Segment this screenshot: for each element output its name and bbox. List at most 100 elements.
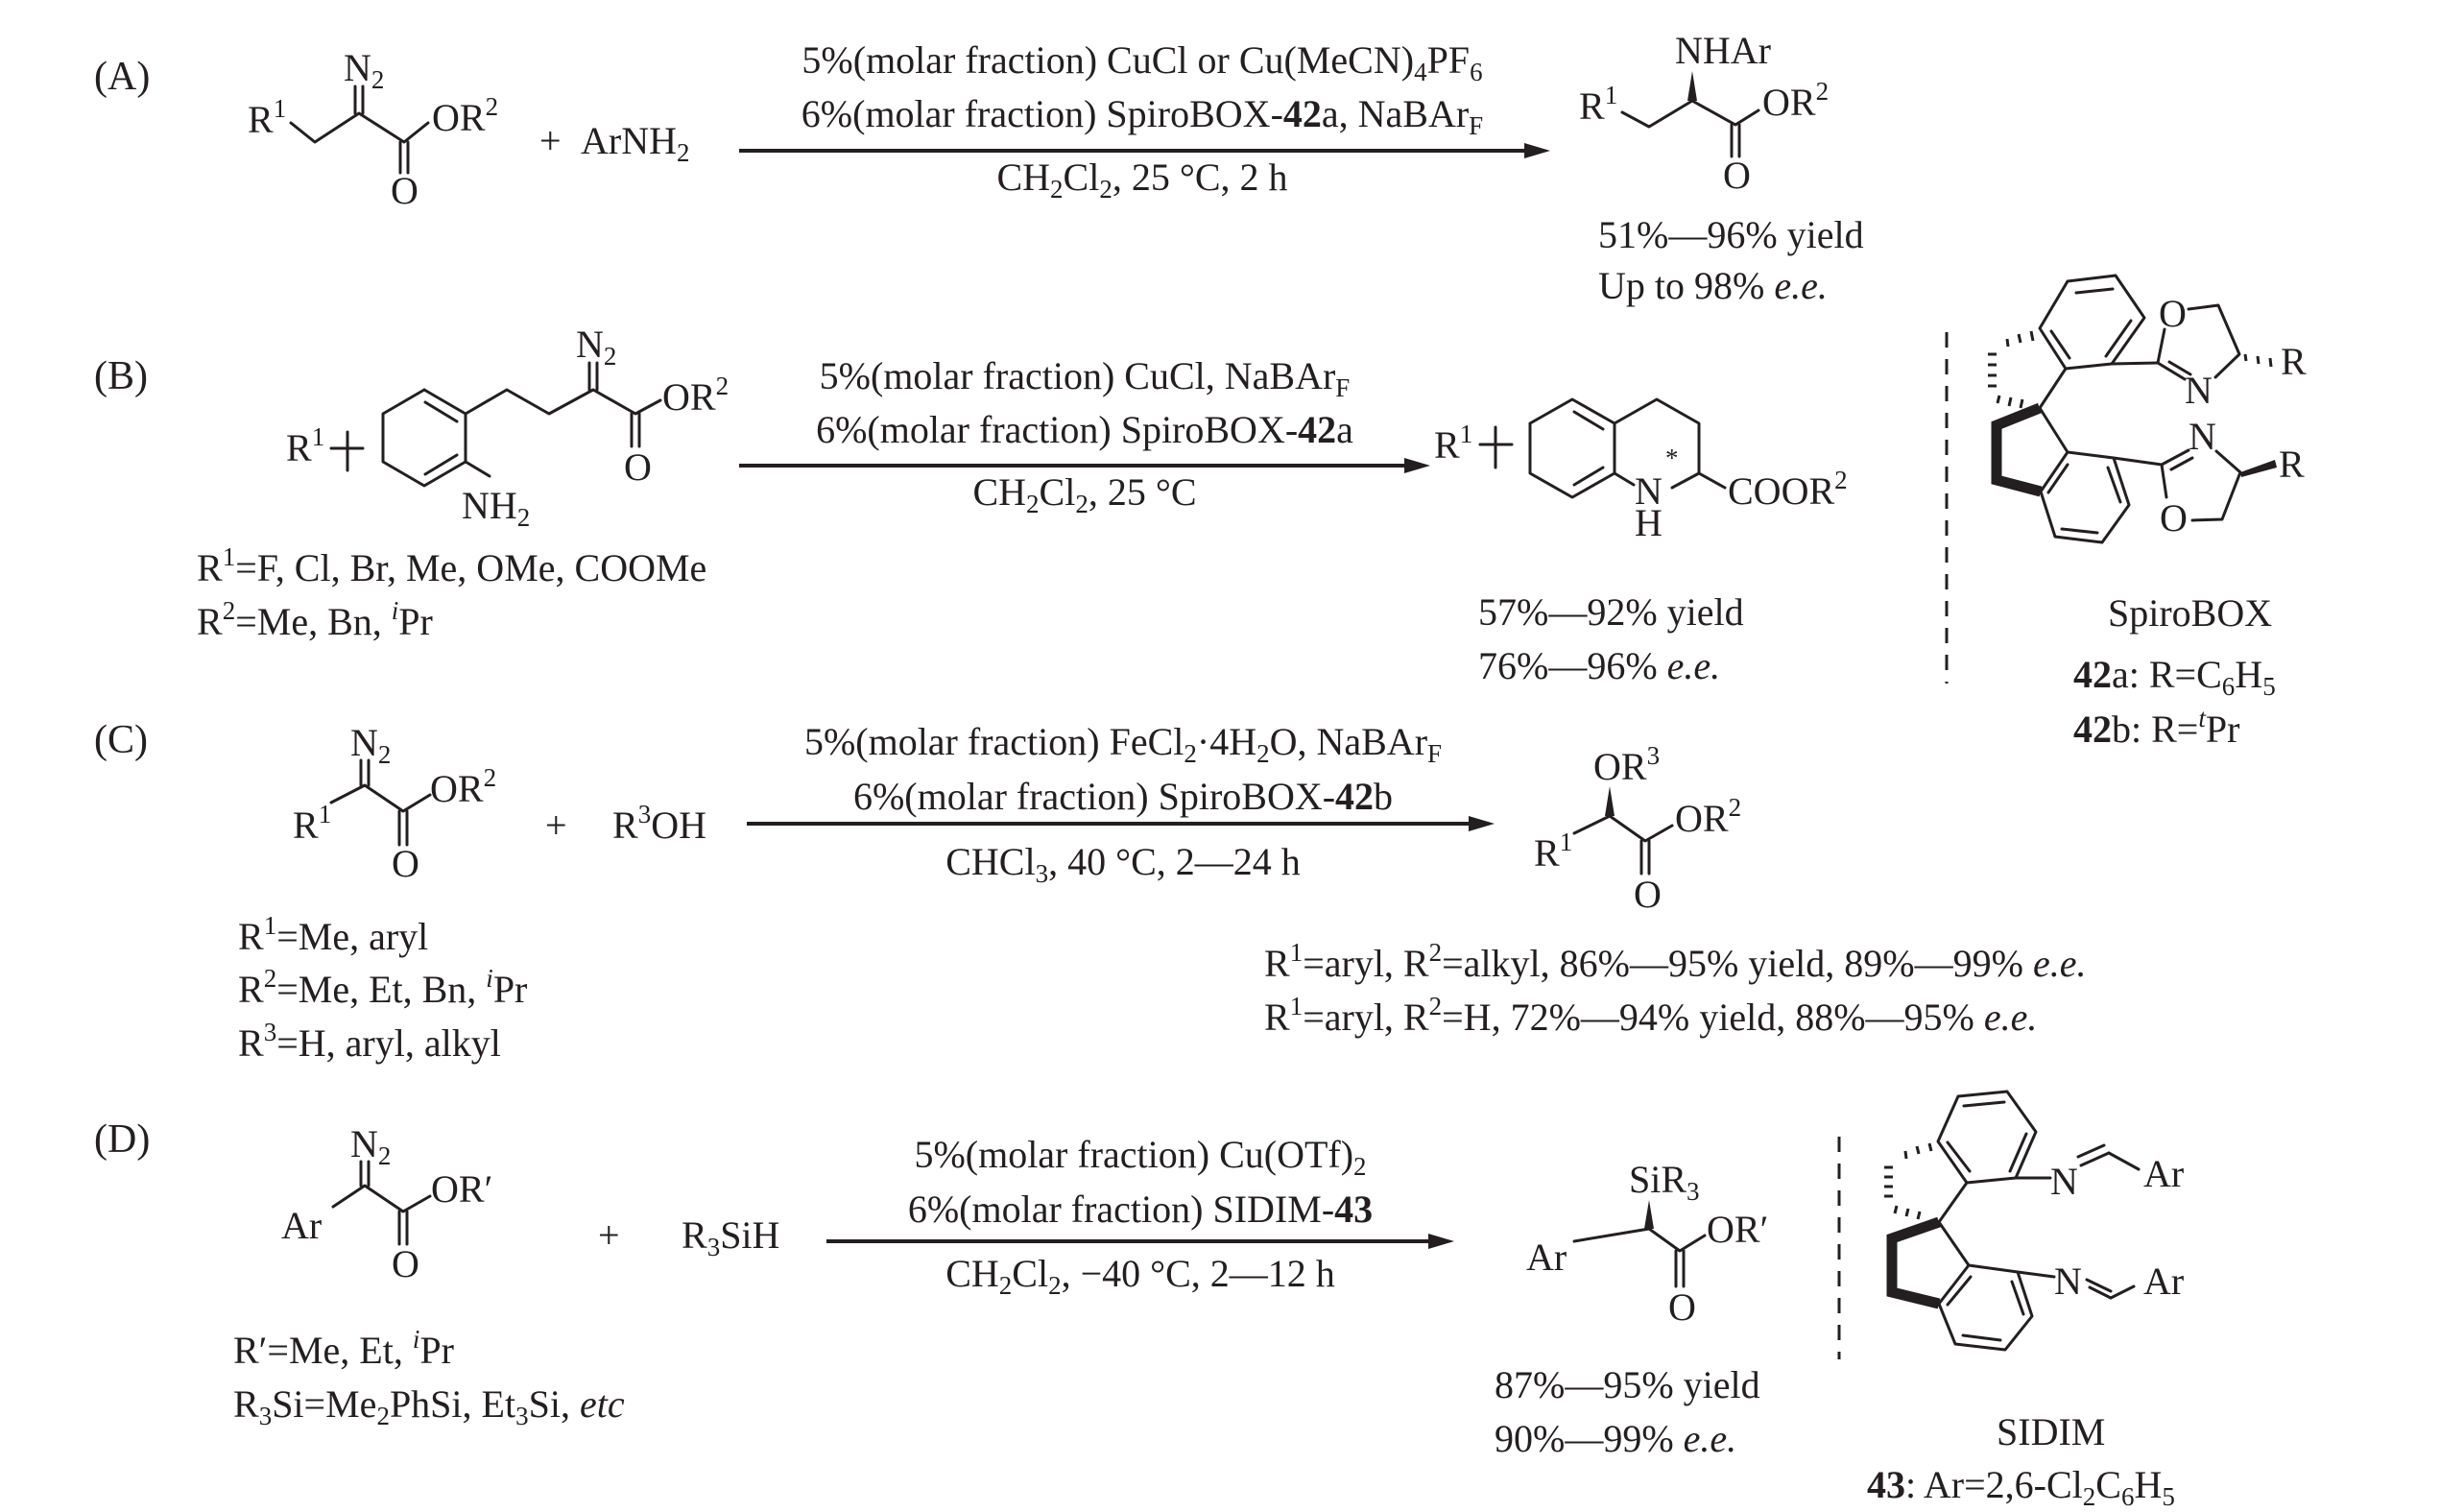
substituent-b-r1: R1=F, Cl, Br, Me, OMe, COOMe: [197, 542, 706, 589]
panel-a: (A) R1 N2 O OR2 + ArNH2 5%(molar fractio…: [94, 29, 1864, 307]
spirobox-r-bottom: R: [2279, 443, 2305, 486]
product-b-coor2: COOR2: [1728, 466, 1848, 513]
reactant-d-structure: Ar N2 O OR′: [281, 1122, 492, 1285]
yield-b: 57%—92% yield: [1478, 590, 1744, 634]
arrowhead-a: [1524, 143, 1550, 158]
reagent-arnh2: ArNH2: [581, 119, 689, 167]
stereocenter-asterisk: *: [1665, 444, 1679, 472]
hash-mark: [2256, 355, 2261, 365]
reactant-b-nh2: NH2: [462, 484, 530, 532]
product-d-o: O: [1668, 1285, 1696, 1329]
product-a-backbone: [1620, 99, 1760, 129]
arrowhead-b: [1404, 458, 1430, 473]
plus-d: +: [598, 1213, 620, 1257]
conditions-c-line1: 5%(molar fraction) FeCl2·4H2O, NaBArF: [804, 720, 1442, 768]
product-b-r1: R1: [1434, 420, 1472, 467]
sb-bot-cn-2: [2169, 456, 2194, 471]
sidim-top-benzene: [1936, 1090, 2038, 1185]
spirobox-variant-42a: 42a: R=C6H5: [2073, 653, 2276, 701]
yield-a: 51%—96% yield: [1598, 213, 1864, 256]
reactant-b-n2: N2: [576, 323, 616, 371]
sb-top-ox-ring: [2187, 303, 2241, 379]
reactant-b-or2: OR2: [662, 372, 729, 419]
product-b-h: H: [1635, 501, 1663, 544]
panel-d: (D) Ar N2 O OR′ + R3SiH R′=Me, Et, iPr R…: [94, 1117, 1841, 1460]
sidim-bot-cn-bond: [2016, 1270, 2056, 1279]
sidim-top-imine-1: [2079, 1151, 2111, 1167]
spirobox-hashed-ring: [1988, 330, 2035, 409]
sb-bot-ox-ring: [2190, 449, 2242, 522]
reagent-r3sih: R3SiH: [682, 1213, 779, 1261]
sb-bot-ox-co: [2160, 463, 2168, 499]
substituent-d-r3si: R3Si=Me2PhSi, Et3Si, etc: [233, 1382, 625, 1430]
product-b-n-bond-left: [1613, 471, 1636, 487]
reactant-a-structure: R1 N2 O OR2: [248, 46, 498, 212]
sidim-n-bottom: N: [2054, 1260, 2082, 1303]
result-c-1: R1=aryl, R2=alkyl, 86%—95% yield, 89%—99…: [1264, 938, 2086, 985]
reactant-a-n2: N2: [344, 46, 384, 94]
reactant-c-or2: OR2: [430, 763, 496, 810]
wedge-bond-c: [1605, 786, 1615, 816]
substituent-b-r2: R2=Me, Bn, iPr: [197, 596, 433, 643]
sidim-top-imine-2: [2076, 1143, 2106, 1159]
ee-d: 90%—99% e.e.: [1495, 1417, 1736, 1460]
product-a-or2: OR2: [1762, 77, 1829, 124]
reactant-d-or: OR′: [431, 1167, 492, 1211]
conditions-a-line2: 6%(molar fraction) SpiroBOX-42a, NaBArF: [801, 92, 1483, 140]
product-b-n-bond-right: [1670, 471, 1701, 490]
sidim-bot-double-3: [1946, 1275, 1973, 1307]
product-b-n: N: [1635, 469, 1663, 513]
sidim-bold-ring: [1886, 1216, 1941, 1309]
product-c-structure: OR3 R1 O OR2: [1534, 741, 1741, 916]
spirobox-variant-42b: 42b: R=tPr: [2073, 704, 2239, 751]
reactant-a-backbone: [289, 111, 430, 144]
hash-mark: [2243, 353, 2248, 362]
ring-b-double-2: [423, 453, 459, 476]
sb-top-double-1: [2074, 287, 2115, 295]
spirobox-o-bottom: O: [2160, 496, 2188, 540]
hash-mark: [2029, 330, 2035, 342]
sidim-spiro-bond: [1937, 1181, 1969, 1224]
ee-b: 76%—96% e.e.: [1478, 644, 1720, 687]
plus-c: +: [545, 804, 567, 847]
reactant-b-structure: R1 N2 O OR2 NH2: [286, 323, 729, 532]
hash-mark: [2268, 357, 2273, 368]
product-a-structure: NHAr R1 O OR2: [1579, 29, 1829, 197]
reactant-a-r1: R1: [248, 94, 286, 141]
conditions-d-line3: CH2Cl2, −40 °C, 2—12 h: [945, 1252, 1335, 1300]
conditions-d-line2: 6%(molar fraction) SIDIM-43: [908, 1188, 1373, 1231]
sidim-name: SIDIM: [1997, 1410, 2105, 1453]
conditions-b-line3: CH2Cl2, 25 °C: [972, 470, 1196, 518]
reactant-d-ar: Ar: [281, 1204, 322, 1247]
sb-top-double-3: [2049, 329, 2071, 360]
sb-bot-cn-1: [2160, 448, 2190, 467]
product-d-or: OR′: [1707, 1208, 1768, 1251]
product-d-ar: Ar: [1526, 1236, 1567, 1279]
conditions-b-line2: 6%(molar fraction) SpiroBOX-42a: [816, 408, 1353, 451]
sidim-spiro-to-lower: [1937, 1220, 1971, 1267]
conditions-b-line1: 5%(molar fraction) CuCl, NaBArF: [820, 354, 1351, 402]
sidim-hashed-ring: [1884, 1142, 1933, 1220]
sidim-top-double-2: [2008, 1132, 2028, 1173]
product-a-o: O: [1723, 154, 1751, 197]
sidim-top-ar-bond: [2107, 1151, 2141, 1171]
product-c-or2: OR2: [1675, 793, 1741, 840]
product-b-saturated-ring: [1613, 397, 1701, 475]
panel-label-d: (D): [94, 1117, 150, 1162]
sb-spiro-to-lower: [2038, 406, 2069, 454]
sidim-bot-double-2: [1961, 1333, 2002, 1342]
reactant-a-o: O: [391, 169, 419, 212]
product-c-o: O: [1634, 873, 1662, 916]
sb-top-cn-1: [2156, 361, 2187, 381]
arrowhead-c: [1469, 816, 1495, 831]
panel-label-a: (A): [94, 55, 150, 99]
product-a-r1: R1: [1579, 81, 1617, 128]
substituent-c-r2: R2=Me, Et, Bn, iPr: [238, 964, 527, 1011]
hash-mark: [2007, 396, 2013, 407]
sb-top-ox-co: [2156, 327, 2166, 365]
benzene-ring-b: [381, 388, 467, 488]
substituent-c-r3: R3=H, aryl, alkyl: [238, 1018, 501, 1065]
product-b-benzene-ring: [1528, 397, 1616, 499]
product-d-structure: SiR3 Ar O OR′: [1526, 1158, 1768, 1329]
